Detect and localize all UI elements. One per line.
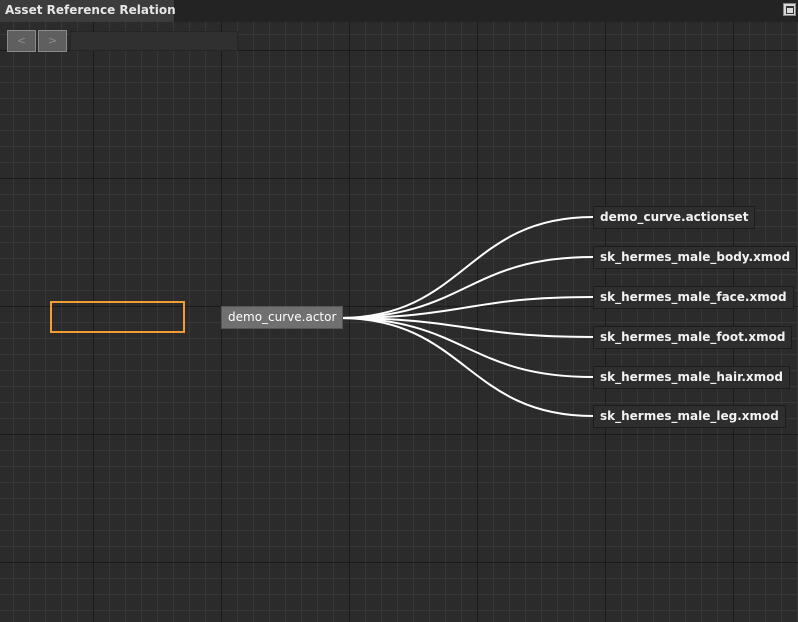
child-asset-node-foot[interactable]: sk_hermes_male_foot.xmod (593, 326, 793, 349)
link-leg (338, 317, 594, 417)
window-title-tab[interactable]: Asset Reference Relation (0, 0, 176, 22)
child-asset-node-body[interactable]: sk_hermes_male_body.xmod (593, 246, 798, 269)
back-button[interactable]: < (7, 30, 36, 52)
dock-icon[interactable] (783, 3, 796, 16)
link-face (338, 296, 594, 319)
child-asset-node-face[interactable]: sk_hermes_male_face.xmod (593, 286, 794, 309)
child-asset-node-actionset[interactable]: demo_curve.actionset (593, 206, 756, 229)
root-asset-node[interactable]: demo_curve.actor (221, 306, 344, 329)
link-hair (338, 317, 594, 378)
child-asset-node-hair[interactable]: sk_hermes_male_hair.xmod (593, 366, 790, 389)
graph-canvas[interactable]: < > demo_curve.actor demo_curve.actionse… (0, 22, 798, 622)
link-body (338, 256, 594, 319)
selection-rectangle[interactable] (50, 301, 185, 333)
asset-path-field[interactable] (70, 31, 238, 51)
forward-button[interactable]: > (38, 30, 67, 52)
child-asset-node-leg[interactable]: sk_hermes_male_leg.xmod (593, 405, 786, 428)
window-title: Asset Reference Relation (5, 3, 176, 17)
link-foot (338, 317, 594, 338)
reference-links (338, 216, 594, 417)
title-bar: Asset Reference Relation (0, 0, 798, 22)
link-actionset (338, 216, 594, 319)
